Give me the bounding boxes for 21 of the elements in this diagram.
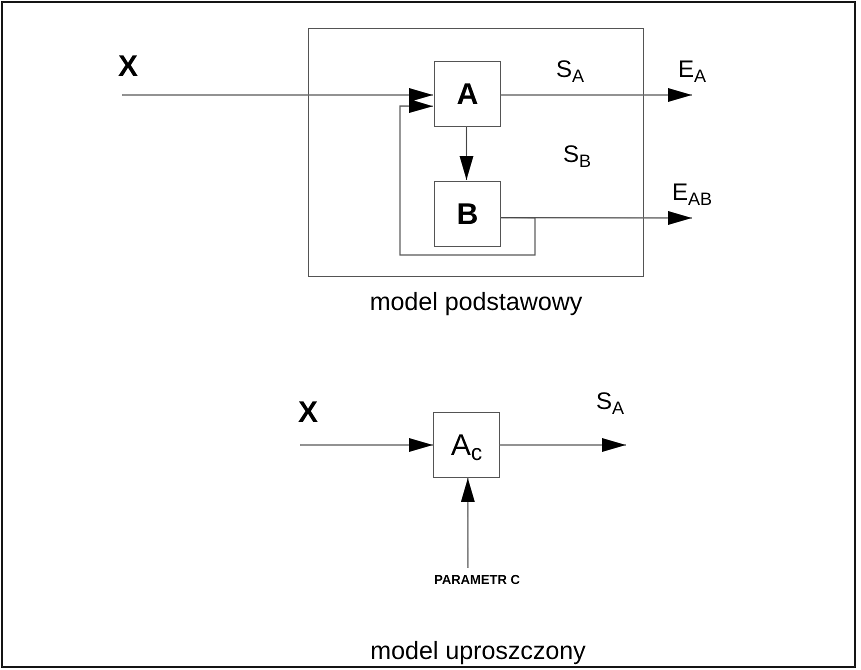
- frame-box: [308, 28, 644, 277]
- block-box: A: [434, 61, 501, 127]
- output-text: E$_{AB}$: [662, 181, 722, 218]
- edge-label: S$_{A}$: [596, 390, 624, 414]
- arrow: [500, 438, 626, 452]
- model-caption: model uproszczony: [370, 636, 586, 667]
- edge-label: X: [298, 398, 318, 428]
- edge-label: S$_{A}$: [556, 58, 584, 82]
- arrow: [460, 478, 475, 568]
- output-text: E$_{A}$: [668, 58, 716, 95]
- arrow: [122, 88, 433, 102]
- arrow: [500, 88, 692, 102]
- arrow: [460, 126, 474, 180]
- edge-label: X: [118, 52, 138, 82]
- block-box: A$_{c}$: [433, 412, 500, 478]
- block-box: B: [434, 181, 501, 247]
- edge-label: S$_{B}$: [563, 143, 592, 167]
- parameter-text: PARAMETR C: [412, 568, 542, 592]
- feedback-arrow: [399, 99, 536, 256]
- arrow: [300, 438, 433, 452]
- model-caption: model podstawowy: [370, 287, 582, 318]
